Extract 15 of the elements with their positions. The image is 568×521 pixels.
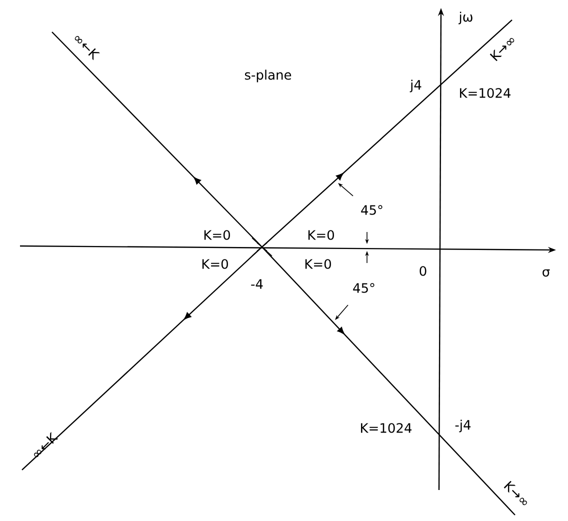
- axis-label: 45°: [361, 205, 382, 215]
- axis-label: jω: [458, 12, 472, 24]
- axis-label: j4: [410, 80, 422, 92]
- axis-label: -j4: [455, 420, 471, 432]
- axis-label: 45°: [353, 283, 374, 293]
- axis-label: K=1024: [460, 88, 511, 98]
- axis-label: σ: [542, 269, 550, 277]
- axis-label: K=1024: [361, 423, 412, 433]
- axis-label: K=0: [202, 259, 228, 269]
- axis-label: s-plane: [244, 70, 292, 82]
- axis-label: K=0: [305, 259, 331, 269]
- axis-label: 0: [420, 266, 426, 276]
- axis-label: -4: [251, 279, 263, 289]
- axis-label: K=0: [308, 230, 334, 240]
- axis-label: K=0: [204, 230, 230, 240]
